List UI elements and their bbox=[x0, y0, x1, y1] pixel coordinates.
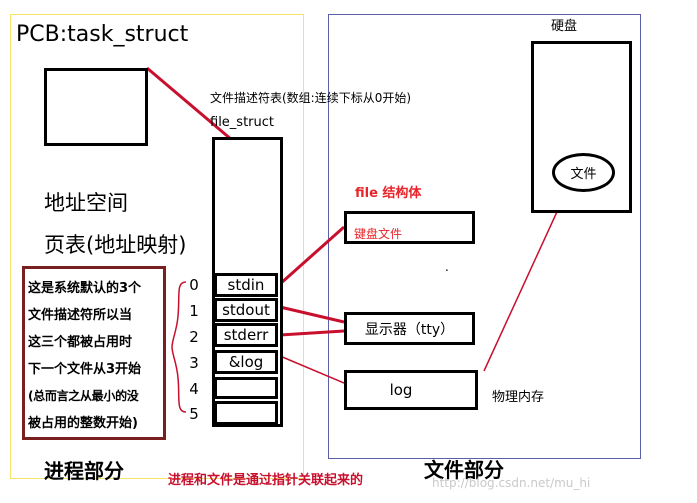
fd-table-caption: 文件描述符表(数组:连续下标从0开始) bbox=[210, 91, 412, 105]
physical-memory-label: 物理内存 bbox=[492, 390, 545, 405]
fd-table-caption-name: file_struct bbox=[210, 115, 274, 130]
note-line-3: 这三个都被占用时 bbox=[28, 335, 133, 350]
disk-label: 硬盘 bbox=[551, 19, 578, 34]
note-line-6: 被占用的整数开始) bbox=[28, 416, 138, 431]
file-section-label: 文件部分 bbox=[424, 458, 504, 482]
fd-index-1: 1 bbox=[189, 302, 199, 320]
log-to-logbox-line bbox=[279, 355, 345, 384]
footer-caption: 进程和文件是通过指针关联起来的 bbox=[168, 473, 364, 488]
fd-index-3: 3 bbox=[189, 354, 199, 372]
pcb-box bbox=[44, 68, 148, 146]
page-table-label: 页表(地址映射) bbox=[44, 233, 187, 257]
pcb-to-fdtable-line bbox=[146, 66, 233, 142]
fd-index-0: 0 bbox=[189, 276, 199, 294]
address-space-label: 地址空间 bbox=[44, 191, 128, 215]
process-section-label: 进程部分 bbox=[44, 459, 124, 483]
display-box: 显示器（tty） bbox=[344, 312, 475, 345]
note-line-1: 这是系统默认的3个 bbox=[28, 281, 142, 296]
note-box: 这是系统默认的3个 文件描述符所以当 这三个都被占用时 下一个文件从3开始 (总… bbox=[22, 266, 166, 440]
disk-file-label: 文件 bbox=[570, 167, 597, 182]
fd-entry-2: stderr bbox=[214, 323, 278, 347]
fd-entry-1: stdout bbox=[214, 298, 278, 322]
stderr-to-display-line bbox=[279, 329, 345, 337]
note-line-5: (总而言之从最小的没 bbox=[28, 389, 139, 403]
memory-to-disk-line bbox=[483, 189, 568, 372]
fd-entry-5 bbox=[214, 401, 278, 425]
fd-entry-label: stdout bbox=[222, 301, 270, 319]
keyboard-file-label: 键盘文件 bbox=[354, 227, 403, 241]
fd-index-2: 2 bbox=[189, 328, 199, 346]
pcb-title: PCB:task_struct bbox=[16, 22, 189, 47]
brace bbox=[171, 281, 187, 413]
fd-entry-0: stdin bbox=[214, 273, 278, 297]
stdout-to-display-line bbox=[279, 305, 345, 324]
fd-entry-4 bbox=[214, 377, 278, 399]
fd-index-4: 4 bbox=[189, 380, 199, 398]
log-box: log bbox=[344, 370, 478, 410]
disk-file-ellipse: 文件 bbox=[552, 153, 615, 192]
fd-entry-label: stderr bbox=[223, 326, 269, 344]
watermark: http://blog.csdn.net/mu_hi bbox=[432, 476, 591, 490]
fd-entry-label: &log bbox=[228, 353, 264, 371]
fd-entry-label: stdin bbox=[227, 276, 265, 294]
fd-index-5: 5 bbox=[189, 405, 199, 423]
log-label: log bbox=[389, 381, 413, 399]
note-line-2: 文件描述符所以当 bbox=[28, 308, 133, 323]
keyboard-file-box bbox=[344, 211, 475, 244]
display-label: 显示器（tty） bbox=[364, 321, 455, 338]
file-region bbox=[328, 14, 641, 459]
note-line-4: 下一个文件从3开始 bbox=[28, 362, 142, 377]
stdin-to-keyboard-line bbox=[279, 225, 345, 286]
pcb-region bbox=[10, 14, 304, 479]
file-struct-label: file 结构体 bbox=[355, 186, 422, 201]
dot-mark: . bbox=[445, 260, 449, 274]
fd-entry-3: &log bbox=[214, 350, 278, 374]
